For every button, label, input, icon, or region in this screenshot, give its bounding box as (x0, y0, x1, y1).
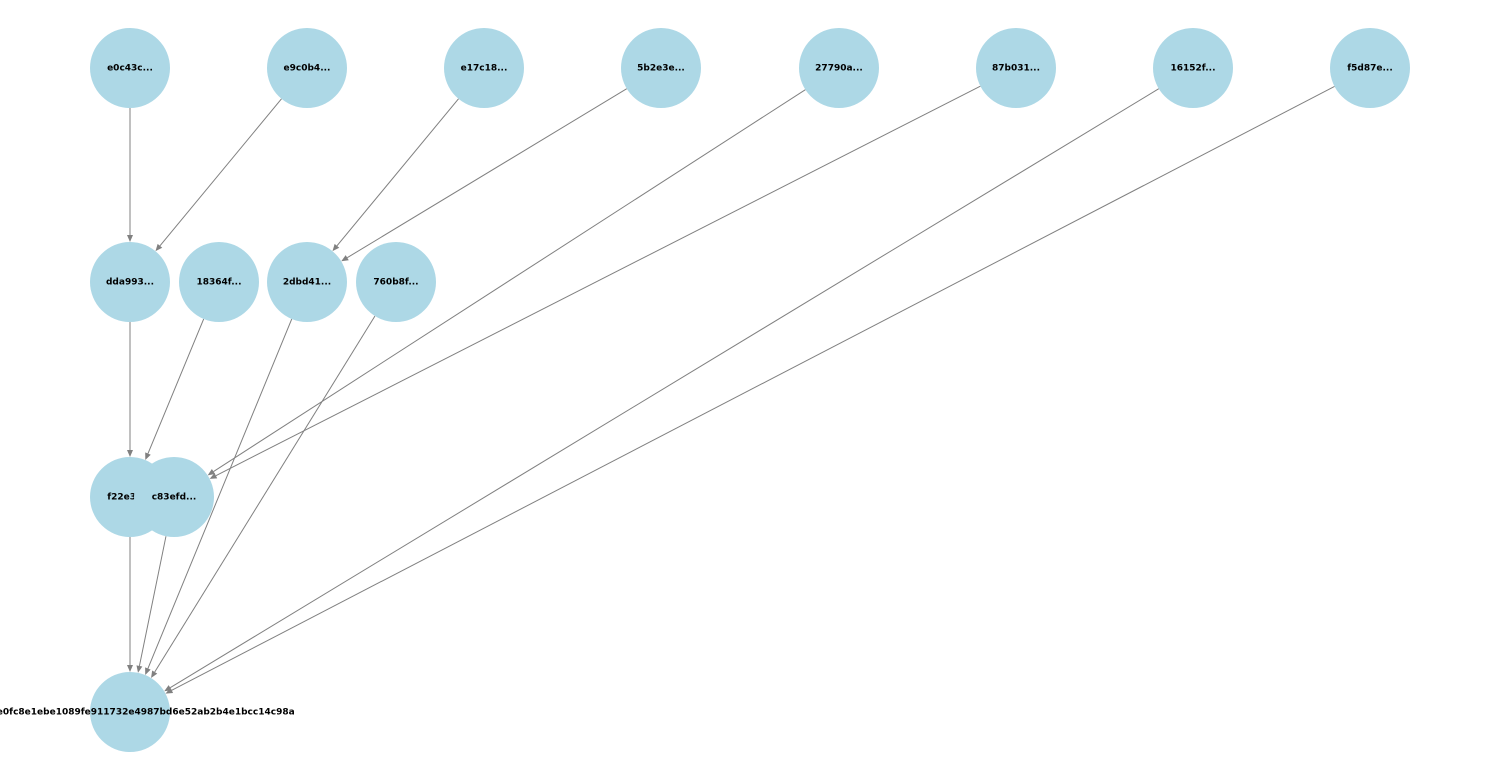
nodes-layer: e0c43c... e9c0b4... e17c18... 5b2e3e... 2779… (0, 28, 1410, 752)
edge-e0c43c-to-dda993 (127, 108, 133, 242)
edge-arrowhead (209, 472, 218, 479)
node-2dbd41[interactable]: 2dbd41... (267, 242, 347, 322)
node-f5d87e[interactable]: f5d87e... (1330, 28, 1410, 108)
node-circle[interactable] (356, 242, 436, 322)
edge-5b2e3e-to-2dbd41 (341, 88, 628, 262)
edge-line (147, 318, 205, 454)
edge-c83efd-to-root (136, 536, 167, 673)
node-e9c0b4[interactable]: e9c0b4... (267, 28, 347, 108)
node-e17c18[interactable]: e17c18... (444, 28, 524, 108)
node-16152f[interactable]: 16152f... (1153, 28, 1233, 108)
node-label: 27790a... (815, 64, 863, 74)
node-circle[interactable] (90, 672, 170, 752)
edge-line (147, 318, 293, 669)
node-27790a[interactable]: 27790a... (799, 28, 879, 108)
edge-line (169, 88, 1160, 689)
edge-arrowhead (165, 687, 174, 694)
node-label: f5d87e... (1347, 64, 1393, 74)
edge-16152f-to-root (164, 88, 1160, 692)
node-circle[interactable] (1153, 28, 1233, 108)
edge-dda993-to-f22e3b (127, 322, 133, 457)
edge-e9c0b4-to-dda993 (155, 98, 282, 252)
edge-line (213, 89, 806, 472)
node-5b2e3e[interactable]: 5b2e3e... (621, 28, 701, 108)
node-label: e17c18... (461, 64, 508, 74)
node-760b8f[interactable]: 760b8f... (356, 242, 436, 322)
node-circle[interactable] (976, 28, 1056, 108)
node-label: 3b699e0fc8e1ebe1089fe911732e4987bd6e52ab… (0, 708, 295, 718)
node-c83efd[interactable]: c83efd... (134, 457, 214, 537)
edge-arrowhead (136, 665, 143, 673)
edge-f22e3b-to-root (127, 537, 133, 672)
node-18364f[interactable]: 18364f... (179, 242, 259, 322)
node-label: f22e3b... (107, 493, 153, 503)
node-circle[interactable] (1330, 28, 1410, 108)
edge-arrowhead (341, 255, 349, 262)
edge-line (138, 536, 167, 667)
edge-arrowhead (145, 667, 151, 676)
edges-layer (127, 85, 1335, 694)
edge-line (171, 85, 1335, 691)
edge-arrowhead (127, 665, 133, 672)
edge-line (154, 315, 376, 673)
edge-arrowhead (207, 469, 216, 476)
edge-line (336, 98, 459, 247)
node-label: 16152f... (1171, 64, 1216, 74)
edge-line (159, 98, 282, 247)
edge-arrowhead (145, 452, 151, 461)
node-label: dda993... (106, 278, 154, 288)
node-label: 760b8f... (373, 278, 418, 288)
edge-e17c18-to-2dbd41 (332, 98, 459, 252)
edge-arrowhead (332, 243, 340, 252)
edge-arrowhead (151, 670, 158, 678)
node-label: 87b031... (992, 64, 1040, 74)
node-label: 18364f... (197, 278, 242, 288)
node-e0c43c[interactable]: e0c43c... (90, 28, 170, 108)
edge-18364f-to-f22e3b (145, 318, 205, 461)
node-circle[interactable] (799, 28, 879, 108)
edge-760b8f-to-root (151, 315, 376, 678)
edge-87b031-to-c83efd (209, 85, 981, 479)
node-label: e9c0b4... (284, 64, 331, 74)
node-87b031[interactable]: 87b031... (976, 28, 1056, 108)
edge-arrowhead (127, 450, 133, 457)
node-dda993[interactable]: dda993... (90, 242, 170, 322)
node-label: 2dbd41... (283, 278, 331, 288)
node-circle[interactable] (179, 242, 259, 322)
node-label: e0c43c... (107, 64, 153, 74)
node-circle[interactable] (90, 28, 170, 108)
edge-f5d87e-to-root (165, 85, 1335, 694)
node-circle[interactable] (267, 242, 347, 322)
node-root[interactable]: 3b699e0fc8e1ebe1089fe911732e4987bd6e52ab… (0, 672, 295, 752)
node-circle[interactable] (444, 28, 524, 108)
node-circle[interactable] (90, 242, 170, 322)
edge-27790a-to-c83efd (207, 89, 806, 476)
node-circle[interactable] (621, 28, 701, 108)
edge-arrowhead (155, 243, 163, 252)
node-circle[interactable] (267, 28, 347, 108)
edge-arrowhead (127, 235, 133, 242)
node-label: 5b2e3e... (637, 64, 685, 74)
node-circle[interactable] (134, 457, 214, 537)
edge-line (346, 88, 628, 259)
node-label: c83efd... (152, 493, 197, 503)
edge-line (215, 85, 981, 477)
edge-2dbd41-to-root (145, 318, 293, 676)
